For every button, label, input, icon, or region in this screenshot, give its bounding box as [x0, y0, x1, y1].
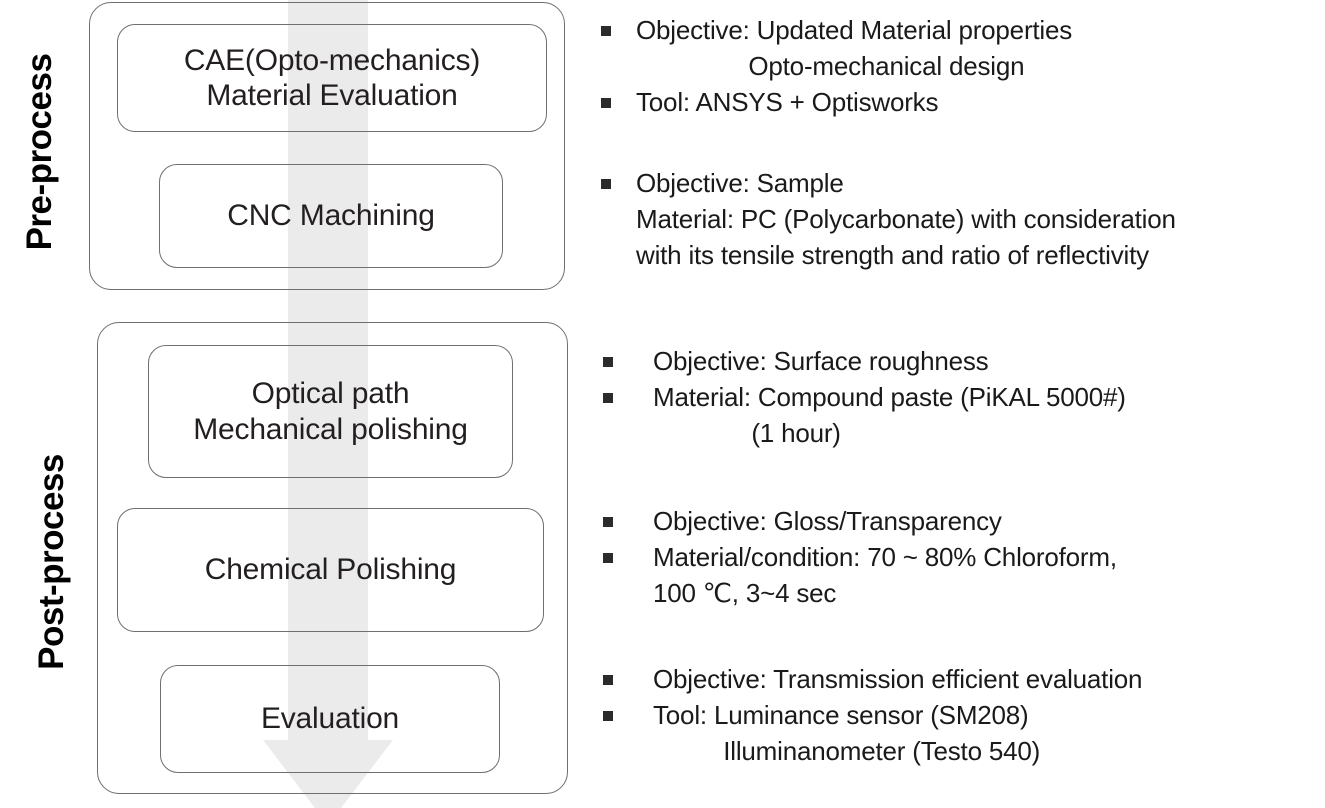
note-text: Objective: Gloss/Transparency — [653, 506, 1002, 536]
note-group-chemical-polishing: Objective: Gloss/Transparency Material/c… — [603, 503, 1323, 611]
note-line: with its tensile strength and ratio of r… — [601, 237, 1321, 273]
bullet-square-icon — [603, 517, 613, 527]
bullet-square-icon — [603, 553, 613, 564]
note-text: 100 ℃, 3~4 sec — [653, 578, 837, 609]
note-line: Objective: Transmission efficient evalua… — [603, 661, 1323, 697]
step-label-evaluation: Evaluation — [260, 702, 400, 736]
bullet-square-icon — [603, 675, 613, 685]
note-text: with its tensile strength and ratio of r… — [636, 240, 1149, 271]
note-line: Material: PC (Polycarbonate) with consid… — [601, 201, 1321, 237]
note-line: Illuminanometer (Testo 540) — [603, 733, 1323, 769]
step-label-cnc-machining: CNC Machining — [227, 199, 435, 233]
note-group-evaluation: Objective: Transmission efficient evalua… — [603, 661, 1323, 769]
note-line: Tool: Luminance sensor (SM208) — [603, 697, 1323, 733]
bullet-square-icon — [601, 26, 611, 36]
stage-label-pre-process: Pre-process — [20, 53, 59, 251]
step-box-optical-path-mechanical-polishing[interactable]: Optical path Mechanical polishing — [148, 345, 513, 478]
note-group-cae: Objective: Updated Material properties O… — [601, 12, 1321, 120]
step-box-cae-material-evaluation[interactable]: CAE(Opto-mechanics) Material Evaluation — [117, 24, 547, 132]
bullet-square-icon — [601, 98, 611, 109]
note-group-mechanical-polishing: Objective: Surface roughness Material: C… — [603, 343, 1323, 451]
stage-label-post-process: Post-process — [32, 454, 71, 670]
note-line: Objective: Surface roughness — [603, 343, 1323, 379]
step-box-evaluation[interactable]: Evaluation — [160, 665, 500, 773]
note-line: Tool: ANSYS + Optisworks — [601, 84, 1321, 120]
bullet-square-icon — [601, 179, 611, 189]
pre-process-container — [89, 2, 565, 290]
note-line: Material/condition: 70 ~ 80% Chloroform, — [603, 539, 1323, 575]
note-text: Opto-mechanical design — [636, 51, 1025, 82]
note-text: Objective: Updated Material properties — [636, 15, 1073, 45]
note-line: 100 ℃, 3~4 sec — [603, 575, 1323, 611]
step-label-chemical-polishing: Chemical Polishing — [204, 553, 457, 587]
post-process-container — [97, 322, 568, 794]
note-text: Objective: Surface roughness — [653, 346, 989, 376]
note-text: Tool: Luminance sensor (SM208) — [653, 700, 1029, 731]
note-line: Objective: Gloss/Transparency — [603, 503, 1323, 539]
note-text: Material/condition: 70 ~ 80% Chloroform, — [653, 542, 1117, 573]
note-line: Opto-mechanical design — [601, 48, 1321, 84]
step-box-cnc-machining[interactable]: CNC Machining — [159, 164, 503, 268]
bullet-square-icon — [603, 393, 613, 404]
step-label-optical-path-mechanical-polishing: Optical path Mechanical polishing — [193, 377, 468, 446]
note-text: Objective: Transmission efficient evalua… — [653, 664, 1143, 694]
note-line: (1 hour) — [603, 415, 1323, 451]
note-text: Objective: Sample — [636, 168, 844, 198]
note-text: Material: PC (Polycarbonate) with consid… — [636, 204, 1176, 235]
note-group-cnc: Objective: Sample Material: PC (Polycarb… — [601, 165, 1321, 273]
note-line: Objective: Updated Material properties — [601, 12, 1321, 48]
step-label-cae-material-evaluation: CAE(Opto-mechanics) Material Evaluation — [183, 43, 481, 112]
note-text: Material: Compound paste (PiKAL 5000#) — [653, 382, 1126, 413]
note-text: (1 hour) — [653, 418, 841, 449]
step-box-chemical-polishing[interactable]: Chemical Polishing — [117, 508, 544, 632]
note-line: Objective: Sample — [601, 165, 1321, 201]
note-text: Illuminanometer (Testo 540) — [653, 736, 1041, 767]
bullet-square-icon — [603, 711, 613, 722]
bullet-square-icon — [603, 357, 613, 367]
note-line: Material: Compound paste (PiKAL 5000#) — [603, 379, 1323, 415]
note-text: Tool: ANSYS + Optisworks — [636, 87, 939, 118]
